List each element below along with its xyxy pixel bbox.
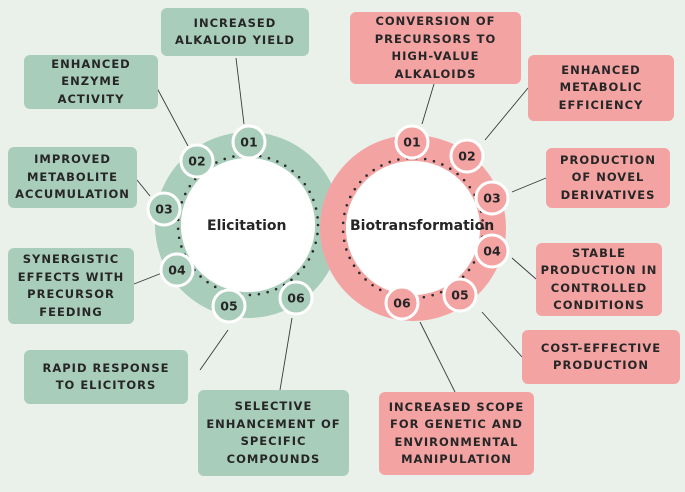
hub-title-elicitation: Elicitation: [207, 218, 287, 234]
connector-lines: [133, 57, 547, 393]
elicitation-connector-3: [136, 179, 151, 197]
biotransformation-connector-6: [419, 321, 456, 393]
elicitation-node-circle: [179, 143, 215, 179]
elicitation-node-01: 01: [231, 124, 267, 160]
elicitation-item-01-box: INCREASED ALKALOID YIELD: [161, 8, 309, 56]
elicitation-node-circle: [278, 280, 314, 316]
biotransformation-node-number: 05: [451, 288, 468, 303]
biotransformation-node-circle: [474, 180, 510, 216]
biotransformation-node-circle: [442, 277, 478, 313]
elicitation-node-number: 06: [287, 291, 305, 306]
biotransformation-connector-4: [511, 257, 537, 280]
biotransformation-node-02: 02: [449, 138, 485, 174]
elicitation-node-number: 04: [168, 263, 186, 278]
biotransformation-item-01-box: CONVERSION OF PRECURSORS TO HIGH-VALUE A…: [350, 12, 521, 84]
elicitation-item-03-box: IMPROVED METABOLITE ACCUMULATION: [8, 147, 137, 208]
elicitation-node-02: 02: [179, 143, 215, 179]
biotransformation-node-circle: [449, 138, 485, 174]
biotransformation-connector-2: [484, 87, 529, 141]
elicitation-connector-2: [156, 87, 189, 147]
elicitation-node-circle: [159, 252, 195, 288]
elicitation-connector-6: [279, 317, 293, 391]
biotransformation-connector-5: [481, 311, 523, 358]
elicitation-node-04: 04: [159, 252, 195, 288]
biotransformation-dotted-track: [341, 156, 485, 300]
elicitation-connector-1: [235, 57, 245, 125]
biotransformation-node-number: 03: [483, 191, 500, 206]
biotransformation-node-number: 06: [393, 296, 411, 311]
biotransformation-node-04: 04: [474, 233, 510, 269]
biotransformation-node-circle: [394, 124, 430, 160]
elicitation-node-number: 02: [188, 154, 205, 169]
number-nodes: 01 02 03 04 05 06 01 02 03 04 05 06: [146, 124, 510, 324]
biotransformation-item-06-box: INCREASED SCOPE FOR GENETIC AND ENVIRONM…: [379, 392, 534, 475]
elicitation-item-05-box: RAPID RESPONSE TO ELICITORS: [24, 350, 188, 404]
elicitation-node-circle: [146, 191, 182, 227]
biotransformation-item-02-box: ENHANCED METABOLIC EFFICIENCY: [528, 55, 674, 121]
elicitation-node-number: 03: [155, 202, 172, 217]
elicitation-hub-center: [181, 158, 315, 292]
elicitation-item-04-box: SYNERGISTIC EFFECTS WITH PRECURSOR FEEDI…: [8, 248, 134, 324]
biotransformation-connector-1: [421, 83, 435, 125]
elicitation-connector-4: [133, 272, 163, 285]
elicitation-node-06: 06: [278, 280, 314, 316]
elicitation-connector-5: [199, 329, 229, 371]
biotransformation-node-circle: [384, 285, 420, 321]
elicitation-node-circle: [211, 288, 247, 324]
biotransformation-item-04-box: STABLE PRODUCTION IN CONTROLLED CONDITIO…: [536, 243, 662, 316]
biotransformation-connector-3: [511, 177, 547, 193]
elicitation-dotted-track: [176, 153, 320, 297]
hub-title-biotransformation: Biotransformation: [350, 218, 495, 234]
elicitation-node-03: 03: [146, 191, 182, 227]
biotransformation-item-05-box: COST-EFFECTIVE PRODUCTION: [522, 330, 680, 384]
biotransformation-node-number: 04: [483, 244, 501, 259]
elicitation-node-number: 01: [240, 135, 257, 150]
biotransformation-node-01: 01: [394, 124, 430, 160]
elicitation-node-circle: [231, 124, 267, 160]
biotransformation-node-06: 06: [384, 285, 420, 321]
elicitation-item-06-box: SELECTIVE ENHANCEMENT OF SPECIFIC COMPOU…: [198, 390, 349, 476]
biotransformation-hub-center: [346, 161, 480, 295]
elicitation-node-number: 05: [220, 299, 237, 314]
biotransformation-node-number: 02: [458, 149, 475, 164]
elicitation-node-05: 05: [211, 288, 247, 324]
biotransformation-node-05: 05: [442, 277, 478, 313]
biotransformation-node-circle: [474, 233, 510, 269]
biotransformation-node-03: 03: [474, 180, 510, 216]
biotransformation-node-number: 01: [403, 135, 420, 150]
elicitation-item-02-box: ENHANCED ENZYME ACTIVITY: [24, 55, 158, 109]
biotransformation-item-03-box: PRODUCTION OF NOVEL DERIVATIVES: [546, 148, 670, 208]
